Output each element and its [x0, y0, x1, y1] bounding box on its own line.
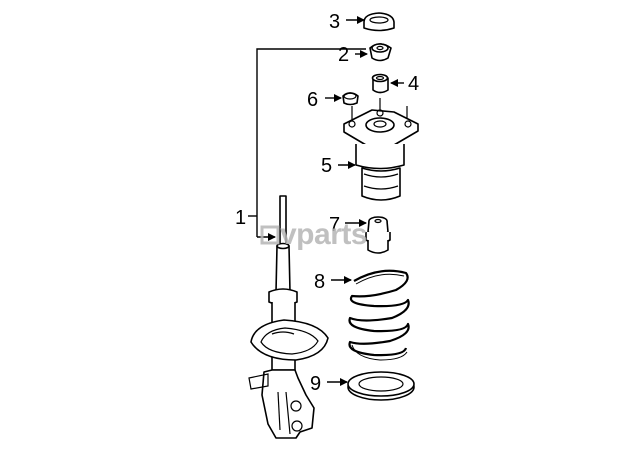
- callout-1: 1: [235, 207, 246, 229]
- part-5-strut-mount: [343, 98, 419, 201]
- part-2-nut: [369, 43, 392, 62]
- part-4-bushing: [371, 73, 389, 94]
- watermark-logo: vparts: [260, 218, 368, 251]
- callout-5: 5: [321, 155, 332, 177]
- callout-3: 3: [329, 11, 340, 33]
- part-6-nut: [342, 92, 359, 106]
- part-3-cap: [363, 12, 395, 32]
- callout-8: 8: [314, 271, 325, 293]
- callout-7: 7: [329, 214, 340, 236]
- leader-1-2: [256, 48, 366, 237]
- part-8-coil-spring: [348, 269, 410, 361]
- part-9-spring-insulator: [347, 371, 415, 401]
- callout-2: 2: [338, 44, 349, 66]
- part-1-strut: [248, 195, 329, 439]
- leader-lines: [248, 16, 404, 386]
- callout-9: 9: [310, 373, 321, 395]
- callout-6: 6: [307, 89, 318, 111]
- watermark-text: vparts: [280, 218, 367, 251]
- watermark-box-icon: [260, 225, 280, 245]
- callout-numbers: 3 2 4 6 5 1 7 8 9: [235, 11, 419, 395]
- callout-4: 4: [408, 73, 419, 95]
- part-7-bump-stop: [365, 216, 391, 254]
